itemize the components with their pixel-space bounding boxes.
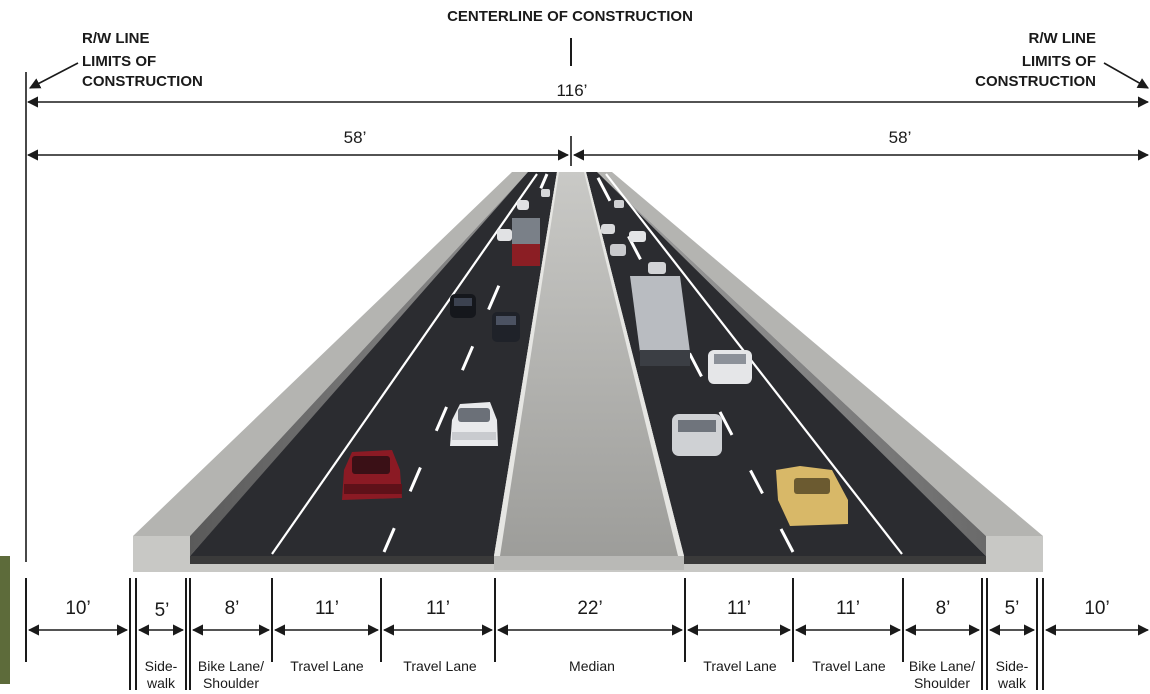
overall-dimension-label: 116’ <box>557 81 588 100</box>
right-limits-label-1: LIMITS OF <box>1022 53 1096 70</box>
seg-dim-1: 5’ <box>155 600 170 621</box>
seg-dim-7: 11’ <box>836 598 860 619</box>
seg-dim-5: 22’ <box>577 598 602 619</box>
left-limits-label-2: CONSTRUCTION <box>82 73 203 90</box>
median-left-edge <box>494 172 559 556</box>
vegetation-edge <box>0 556 10 684</box>
vehicle-semi-truck-right <box>630 276 690 366</box>
vehicle-red-truck <box>512 218 540 266</box>
right-roadway-edge <box>684 556 986 564</box>
left-half-dimension-label: 58’ <box>344 128 367 147</box>
seg-dim-0: 10’ <box>65 598 90 619</box>
seg-label-8-line2: Shoulder <box>914 675 970 691</box>
vehicle-white-sedan-right <box>708 350 752 384</box>
seg-label-6: Travel Lane <box>703 658 777 674</box>
left-limits-leader-arrow <box>29 62 79 89</box>
left-roadway-edge <box>190 556 494 564</box>
vehicle-silver-sedan-right <box>672 414 722 456</box>
seg-dim-9: 5’ <box>1005 598 1020 619</box>
seg-dim-8: 8’ <box>936 598 951 619</box>
left-sidewalk-surface <box>133 172 528 536</box>
vehicle-dark-suv-left <box>492 312 520 342</box>
vehicle-gold-sedan-right <box>776 466 848 526</box>
segment-dividers <box>25 578 1044 690</box>
vehicle-black-sedan-left <box>450 294 476 318</box>
roadway-rendering <box>133 172 1043 572</box>
seg-dim-6: 11’ <box>727 598 751 619</box>
seg-label-9-line1: Side- <box>996 658 1029 674</box>
median-base <box>494 556 684 570</box>
seg-label-9-line2: walk <box>997 675 1027 691</box>
right-roadway-asphalt <box>586 172 986 556</box>
seg-label-2-line2: Shoulder <box>203 675 259 691</box>
seg-label-8-line1: Bike Lane/ <box>909 658 975 674</box>
vehicle-white-sedan-far-left <box>497 189 550 241</box>
left-bike-lane-stripe <box>271 173 538 555</box>
seg-dim-2: 8’ <box>225 598 240 619</box>
seg-dim-4: 11’ <box>426 598 450 619</box>
centerline-label: CENTERLINE OF CONSTRUCTION <box>447 8 693 25</box>
left-roadway-asphalt <box>190 172 557 556</box>
seg-label-1-line2: walk <box>146 675 176 691</box>
right-sidewalk-surface <box>597 172 1043 536</box>
seg-dim-10: 10’ <box>1084 598 1109 619</box>
right-half-dimension-label: 58’ <box>889 128 912 147</box>
left-rw-line-label: R/W LINE <box>82 30 150 47</box>
seg-label-4: Travel Lane <box>403 658 477 674</box>
right-lane-dashed-stripe <box>594 173 795 553</box>
seg-label-1-line1: Side- <box>145 658 178 674</box>
right-bike-lane-stripe <box>605 173 903 555</box>
vehicle-far-right-group <box>601 200 666 274</box>
right-limits-leader-arrow <box>1103 62 1149 89</box>
seg-label-2-line1: Bike Lane/ <box>198 658 264 674</box>
median-right-edge <box>584 172 684 556</box>
right-limits-label-2: CONSTRUCTION <box>975 73 1096 90</box>
seg-label-5: Median <box>569 658 615 674</box>
vehicle-white-sedan-left <box>450 402 498 446</box>
right-rw-line-label: R/W LINE <box>1029 30 1097 47</box>
seg-label-7: Travel Lane <box>812 658 886 674</box>
seg-label-3: Travel Lane <box>290 658 364 674</box>
vehicle-red-sedan <box>342 450 402 500</box>
seg-dim-3: 11’ <box>315 598 339 619</box>
left-limits-label-1: LIMITS OF <box>82 53 156 70</box>
